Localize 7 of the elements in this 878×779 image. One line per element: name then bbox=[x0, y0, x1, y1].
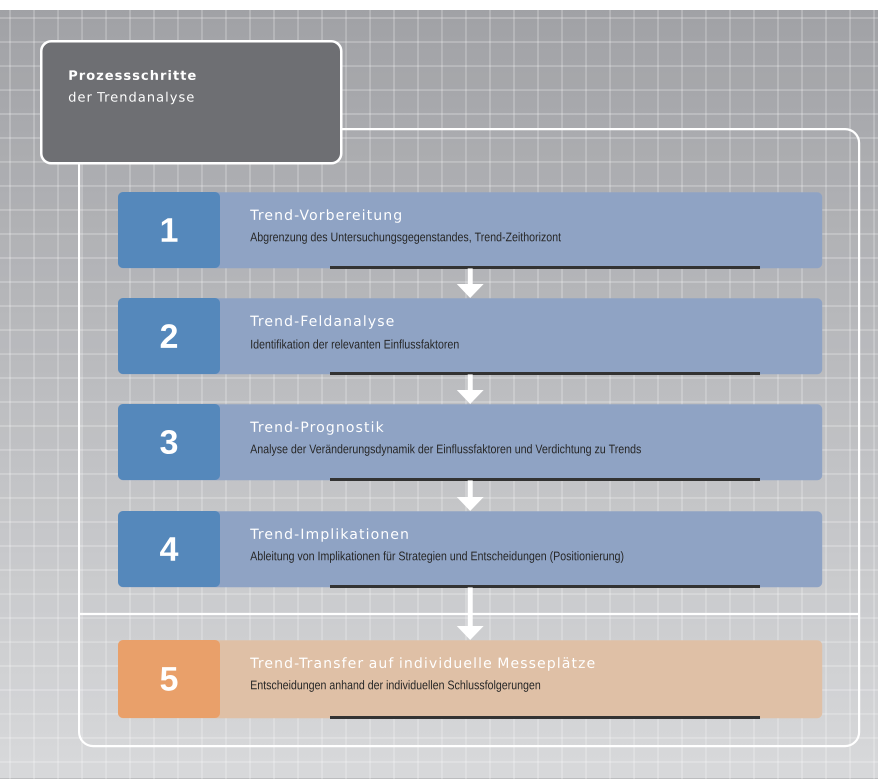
step-box: 3 Trend-Prognostik Analyse der Veränderungsdynamik der Einflussfaktoren und Verdichtung zu Trends bbox=[118, 404, 822, 481]
frame bbox=[78, 128, 860, 748]
step-box: 2 Trend-Feldanalyse Identifikation der relevanten Einflussfaktoren bbox=[118, 298, 822, 375]
step-box: 5 Trend-Transfer auf individuelle Messeplätze Entscheidungen anhand der individuellen Schlussfolgerungen bbox=[118, 640, 822, 719]
title-box: Prozessschritte der Trendanalyse bbox=[40, 40, 342, 164]
step-box: 1 Trend-Vorbereitung Abgrenzung des Untersuchungsgegenstandes, Trend-Zeithorizont bbox=[118, 192, 822, 269]
step-box: 4 Trend-Implikationen Ableitung von Implikationen für Strategien und Entscheidungen (Positionierung) bbox=[118, 511, 822, 588]
